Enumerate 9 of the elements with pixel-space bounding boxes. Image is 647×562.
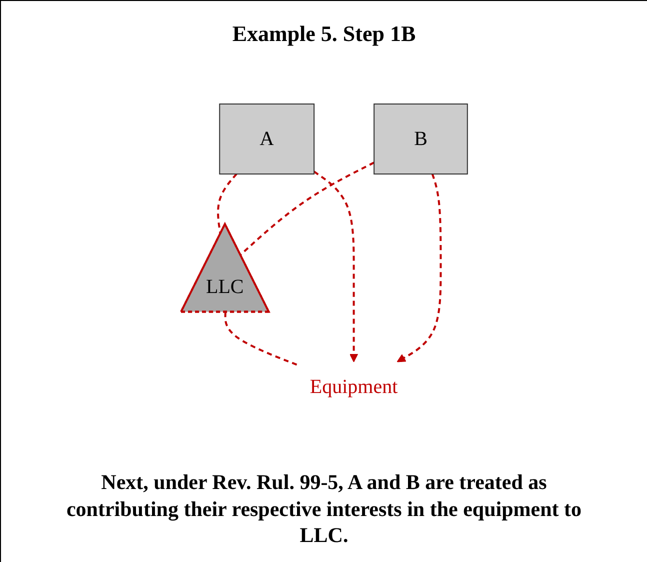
arrow	[396, 174, 442, 362]
node-box: A	[218, 104, 314, 175]
caption: Next, under Rev. Rul. 99-5, A and B are treated as contributing their respective interests in the equipment to LLC.	[65, 469, 583, 548]
connector	[240, 162, 374, 256]
connector	[216, 174, 238, 235]
node-text: Equipment	[310, 376, 398, 398]
arrow	[313, 171, 358, 362]
node-box: B	[373, 104, 468, 175]
diagram-title: Example 5. Step 1B	[232, 21, 416, 47]
